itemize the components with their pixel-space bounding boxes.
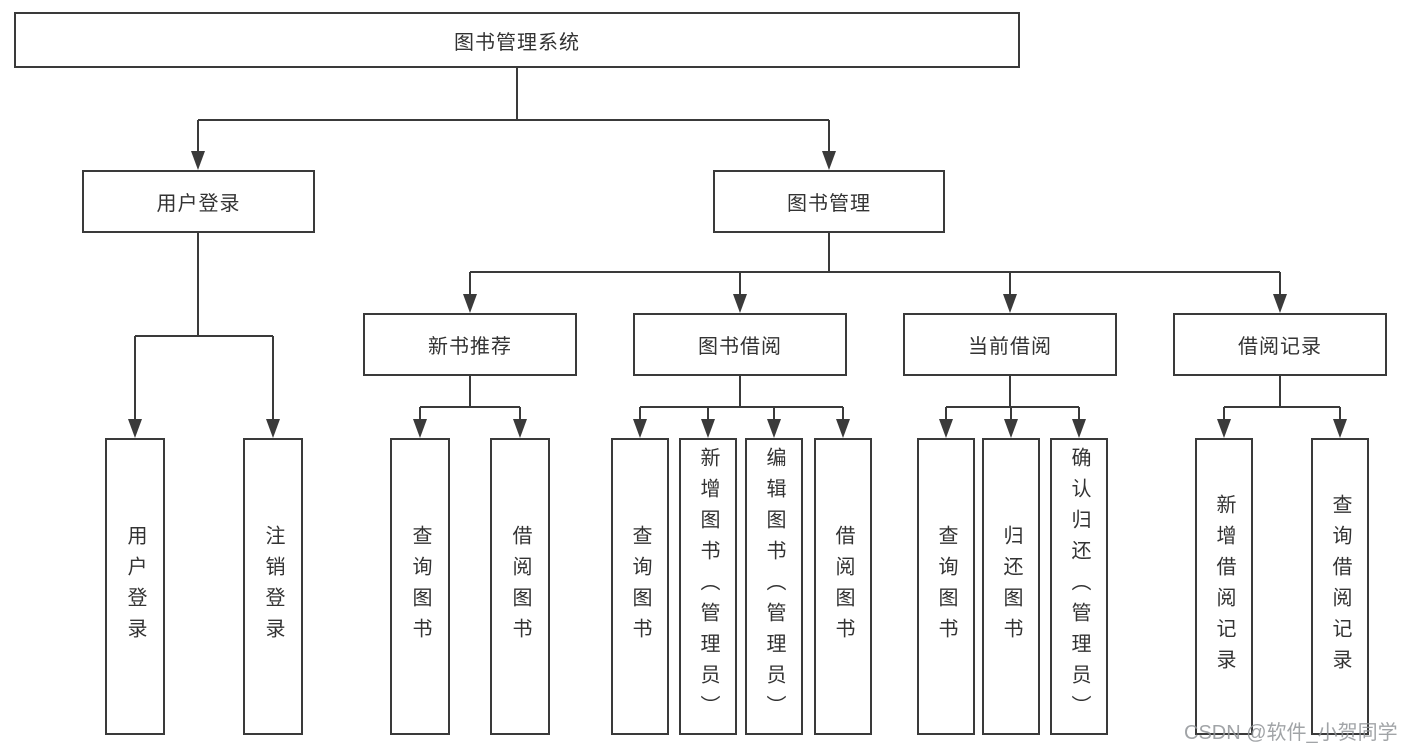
leaf-user-login: 用户登录 [105, 438, 165, 735]
leaf-label: 新增借阅记录 [1213, 493, 1235, 680]
leaf-label: 归还图书 [1000, 524, 1022, 649]
leaf-label: 查询图书 [409, 524, 431, 649]
arrowhead [1004, 419, 1018, 438]
leaf-return-books: 归还图书 [982, 438, 1040, 735]
leaf-query-books: 查询图书 [390, 438, 450, 735]
arrowhead [733, 294, 747, 313]
connector-book-management-branch [469, 233, 1281, 299]
arrowhead [513, 419, 527, 438]
arrowhead [1273, 294, 1287, 313]
leaf-label: 查询图书 [629, 524, 651, 649]
node-library-management-system: 图书管理系统 [14, 12, 1020, 68]
arrowhead [413, 419, 427, 438]
arrowhead [266, 419, 280, 438]
arrowhead [191, 151, 205, 170]
leaf-label: 用户登录 [124, 524, 146, 649]
leaf-add-books-admin: 新增图书（管理员） [679, 438, 737, 735]
leaf-label: 注销登录 [262, 524, 284, 649]
leaf-label: 借阅图书 [832, 524, 854, 649]
arrowhead [701, 419, 715, 438]
arrowhead [822, 151, 836, 170]
arrowhead [836, 419, 850, 438]
connector-root-branch [197, 68, 830, 156]
leaf-borrow-books: 借阅图书 [814, 438, 872, 735]
csdn-watermark: CSDN @软件_小贺同学 [1184, 722, 1398, 744]
node-book-borrowing: 图书借阅 [633, 313, 847, 376]
node-user-login: 用户登录 [82, 170, 315, 233]
leaf-logout: 注销登录 [243, 438, 303, 735]
arrowhead [463, 294, 477, 313]
node-book-management: 图书管理 [713, 170, 945, 233]
arrowhead [1217, 419, 1231, 438]
node-borrowing-records: 借阅记录 [1173, 313, 1387, 376]
leaf-label: 新增图书（管理员） [697, 447, 719, 726]
arrowhead [128, 419, 142, 438]
arrowhead [767, 419, 781, 438]
leaf-query-books: 查询图书 [917, 438, 975, 735]
leaf-label: 编辑图书（管理员） [763, 447, 785, 726]
leaf-borrow-books: 借阅图书 [490, 438, 550, 735]
leaf-confirm-return-admin: 确认归还（管理员） [1050, 438, 1108, 735]
leaf-label: 借阅图书 [509, 524, 531, 649]
arrowhead [1072, 419, 1086, 438]
arrowhead [1333, 419, 1347, 438]
leaf-add-borrowing-record: 新增借阅记录 [1195, 438, 1253, 735]
leaf-query-books: 查询图书 [611, 438, 669, 735]
leaf-label: 确认归还（管理员） [1068, 447, 1090, 726]
connector-user-login-branch [134, 233, 274, 424]
leaf-label: 查询借阅记录 [1329, 493, 1351, 680]
leaf-query-borrowing-record: 查询借阅记录 [1311, 438, 1369, 735]
node-new-book-recommendation: 新书推荐 [363, 313, 577, 376]
leaf-label: 查询图书 [935, 524, 957, 649]
arrowhead [939, 419, 953, 438]
node-current-borrowing: 当前借阅 [903, 313, 1117, 376]
arrowheads [128, 151, 1347, 438]
connector-level3-branches [419, 376, 1341, 424]
leaf-edit-books-admin: 编辑图书（管理员） [745, 438, 803, 735]
arrowhead [633, 419, 647, 438]
arrowhead [1003, 294, 1017, 313]
